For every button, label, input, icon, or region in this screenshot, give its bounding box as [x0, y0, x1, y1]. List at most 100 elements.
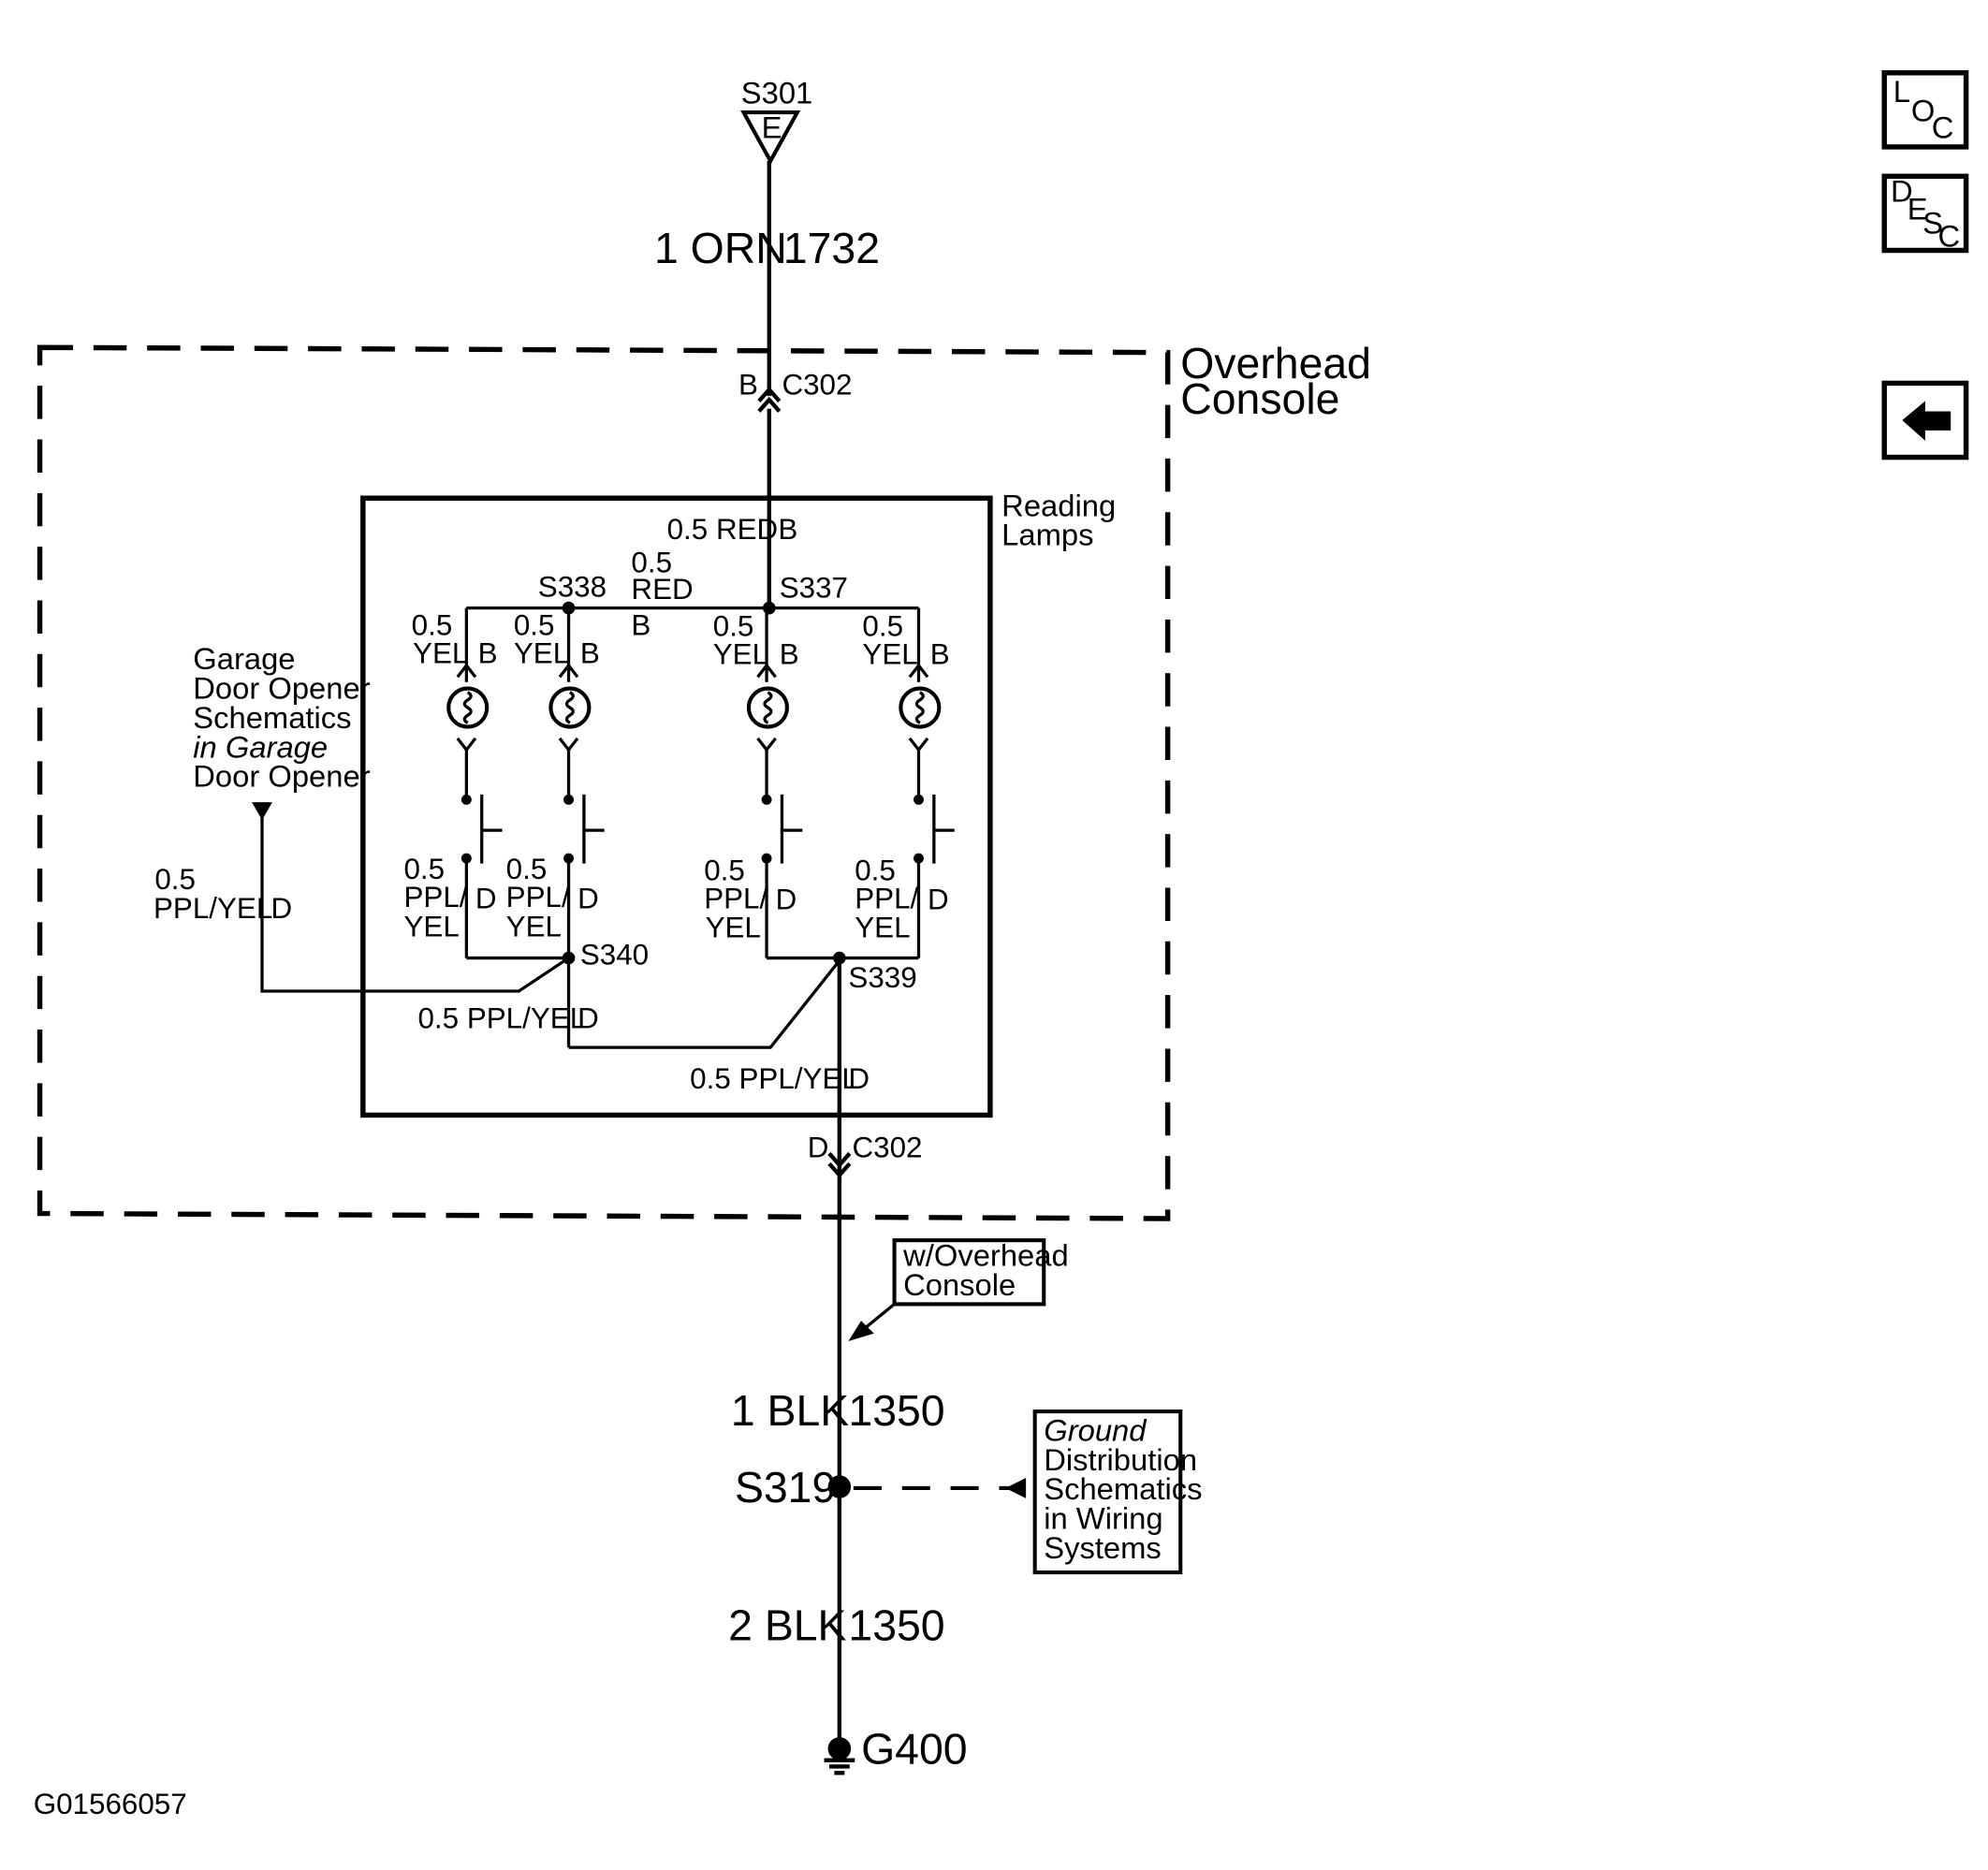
exit-wire-pin: D [848, 1062, 870, 1095]
splice-s338-dot [562, 601, 576, 615]
desc-letter-s: S [1922, 206, 1943, 241]
mid-wire-label: 0.5 PPL/YEL [417, 1002, 586, 1035]
switch-4-wire-pin: D [928, 884, 949, 916]
mid-wire-pin: D [577, 1002, 599, 1035]
left-arrow-icon [1902, 401, 1951, 441]
overhead-console-label-2: Console [1180, 374, 1339, 423]
loc-button[interactable]: L O C [1881, 70, 1969, 150]
reading-lamps-label-1: Reading [1001, 488, 1116, 522]
connector-chevron-icon [757, 396, 782, 413]
figure-id: G01566057 [34, 1788, 187, 1820]
splice-s338-label: S338 [538, 570, 607, 603]
red-jumper-pin: B [631, 608, 650, 641]
lamp-2-wire-color: YEL [514, 636, 569, 669]
lamp-filament-icon [462, 691, 473, 724]
ground-s301-label: S301 [741, 76, 813, 110]
loc-letter-l: L [1893, 74, 1910, 109]
ground-ref-line-1: Ground [1044, 1412, 1147, 1447]
switch-2-wire-gauge: 0.5 [506, 853, 548, 885]
connector-c302-bottom-pin: D [808, 1131, 829, 1163]
garage-ref-line-2: Door Opener [193, 671, 370, 706]
wire-blk2-circuit: 1350 [848, 1600, 944, 1649]
s340-to-s339-wire [568, 959, 841, 1049]
connector-c302-bottom-name: C302 [853, 1131, 923, 1163]
wire-blk1-gauge-color: 1 BLK [731, 1386, 849, 1435]
garage-wire-color: PPL/YEL [153, 892, 272, 925]
red-jumper-gauge: 0.5 [631, 546, 672, 578]
wire-red-feed-label: 0.5 RED [667, 513, 779, 546]
switch-4-wire-color2: YEL [855, 912, 910, 944]
lamp-filament-icon [914, 691, 925, 724]
lamp-filament-icon [564, 691, 575, 724]
desc-button-frame [1881, 173, 1969, 254]
lamp-3-wire-pin: B [780, 638, 799, 671]
option-note-line-1: w/Overhead [902, 1237, 1069, 1272]
reading-lamp-3 [746, 607, 803, 958]
ground-g400-label: G400 [861, 1725, 967, 1774]
loc-letter-c: C [1932, 110, 1954, 144]
garage-ref-line-3: Schematics [193, 700, 351, 735]
switch-2-wire-color2: YEL [506, 910, 562, 942]
back-button[interactable] [1881, 380, 1969, 460]
wire-blk1-circuit: 1350 [848, 1386, 944, 1435]
switch-3-wire-color1: PPL/ [704, 882, 767, 914]
splice-s319-dot [827, 1475, 852, 1498]
switch-4-wire-gauge: 0.5 [855, 854, 896, 886]
reading-lamp-2 [548, 607, 605, 1048]
ground-ref-line-5: Systems [1044, 1530, 1162, 1565]
connector-c302-top-pin: B [738, 369, 758, 402]
switch-1-wire-pin: D [475, 882, 497, 914]
lamp-1-wire-gauge: 0.5 [412, 608, 453, 641]
ground-ref-line-2: Distribution [1044, 1442, 1197, 1477]
garage-door-opener-reference[interactable]: Garage Door Opener Schematics in Garage … [193, 641, 371, 821]
ground-distribution-reference[interactable]: Ground Distribution Schematics in Wiring… [1032, 1410, 1203, 1575]
pointer-arrow-icon [848, 1321, 874, 1341]
option-note-line-2: Console [903, 1267, 1016, 1302]
switch-2-wire-color1: PPL/ [506, 881, 570, 913]
garage-ref-line-1: Garage [193, 641, 295, 676]
red-jumper-color: RED [631, 573, 693, 606]
reading-lamp-1 [446, 607, 503, 958]
lamp-filament-icon [763, 691, 773, 724]
ground-s301-letter: E [762, 110, 782, 144]
splice-s337-label: S337 [780, 572, 848, 605]
garage-wire-gauge: 0.5 [154, 863, 196, 896]
desc-button[interactable]: D E S C [1881, 173, 1969, 254]
back-button-frame [1881, 380, 1969, 460]
switch-3-wire-color2: YEL [706, 912, 761, 944]
reference-arrow-icon [252, 802, 272, 821]
lamp-3-wire-gauge: 0.5 [713, 610, 754, 643]
garage-ref-line-5: Door Opener [193, 759, 370, 794]
switch-1-wire-color1: PPL/ [403, 881, 467, 913]
ground-g400: G400 [824, 1725, 968, 1775]
splice-s340-label: S340 [580, 938, 649, 971]
lamp-1-wire-color: YEL [413, 636, 468, 669]
ground-ref-box [1032, 1410, 1183, 1575]
switch-1-wire-gauge: 0.5 [403, 853, 445, 885]
ground-ref-line-4: in Wiring [1044, 1501, 1162, 1536]
lamp-4-wire-gauge: 0.5 [862, 610, 903, 643]
reading-lamps-label-2: Lamps [1001, 518, 1093, 552]
lamp-1-wire-pin: B [478, 636, 498, 669]
loc-letter-o: O [1911, 94, 1935, 128]
ground-ref-line-3: Schematics [1044, 1471, 1202, 1506]
desc-letter-e: E [1908, 192, 1928, 226]
connector-c302-bottom: D C302 [808, 1131, 923, 1178]
ground-dot [827, 1737, 852, 1760]
connector-c302-top-name: C302 [782, 369, 852, 402]
switch-3-wire-gauge: 0.5 [704, 854, 745, 886]
lamp-2-wire-pin: B [580, 636, 600, 669]
desc-letter-d: D [1891, 174, 1913, 209]
reading-lamp-4 [899, 607, 955, 958]
wire-1732-circuit: 1732 [783, 224, 880, 272]
connector-chevron-icon [757, 386, 782, 402]
splice-s339-label: S339 [848, 961, 916, 994]
lamp-4-wire-color: YEL [862, 638, 917, 671]
overhead-console-boundary [37, 344, 1171, 1221]
garage-ref-line-4: in Garage [193, 729, 328, 764]
reading-lamps-box [360, 495, 993, 1118]
garage-opener-wire [260, 817, 570, 993]
overhead-console-label-1: Overhead [1180, 339, 1371, 387]
switch-3-wire-pin: D [776, 884, 797, 916]
